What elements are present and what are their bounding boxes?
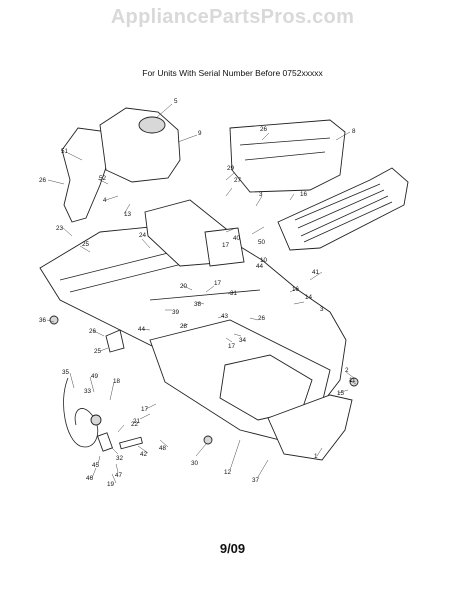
callout-label: 15 xyxy=(337,390,345,397)
tank-bracket xyxy=(61,127,113,223)
callout-label: 35 xyxy=(62,369,70,376)
callout-label: 1 xyxy=(314,453,318,460)
callout-label: 11 xyxy=(349,377,356,384)
control-box xyxy=(204,227,245,267)
callout-label: 20 xyxy=(180,283,188,290)
callout-label: 41 xyxy=(312,269,320,276)
callout-label: 25 xyxy=(94,348,102,355)
callout-label: 42 xyxy=(140,451,148,458)
callout-label: 30 xyxy=(191,460,199,467)
callout-label: 3 xyxy=(259,191,263,198)
front-hood xyxy=(267,394,353,461)
callout-label: 19 xyxy=(107,481,115,488)
callout-label: 32 xyxy=(116,455,124,462)
watermark-logo: AppliancePartsPros.com xyxy=(110,6,355,28)
callout-label: 44 xyxy=(256,263,264,270)
callout-label: 21 xyxy=(133,418,141,425)
callout-label: 4 xyxy=(103,197,107,204)
callout-label: 26 xyxy=(39,177,47,184)
callout-label: 17 xyxy=(222,242,230,249)
callout-label: 17 xyxy=(214,280,222,287)
callout-label: 49 xyxy=(91,373,99,380)
callout-label: 50 xyxy=(258,239,266,246)
callout-label: 14 xyxy=(305,294,313,301)
callout-label: 12 xyxy=(224,469,232,476)
callout-label: 26 xyxy=(258,315,266,322)
callout-label: 39 xyxy=(172,309,180,316)
callout-label: 25 xyxy=(82,241,90,248)
callout-label: 27 xyxy=(234,177,242,184)
callout-label: 18 xyxy=(113,378,121,385)
callout-label: 34 xyxy=(239,337,247,344)
fuel-cap xyxy=(138,116,166,134)
callout-label: 16 xyxy=(300,191,308,198)
callout-label: 26 xyxy=(260,126,268,133)
callout-label: 3 xyxy=(320,306,324,313)
callout-label: 40 xyxy=(233,235,241,242)
callout-label: 47 xyxy=(115,472,123,479)
throttle-cable xyxy=(63,377,99,448)
callout-label: 48 xyxy=(159,445,167,452)
callout-label: 17 xyxy=(228,343,236,350)
vented-cover xyxy=(277,167,409,251)
callout-label: 38 xyxy=(194,301,202,308)
callout-labels: 5 9 51 26 52 4 13 8 26 29 27 3 16 10 50 … xyxy=(39,98,356,488)
callout-label: 2 xyxy=(345,367,349,374)
callout-label: 45 xyxy=(92,462,100,469)
callout-label: 23 xyxy=(56,225,64,232)
diagram-subtitle: For Units With Serial Number Before 0752… xyxy=(142,68,323,78)
callout-label: 24 xyxy=(139,232,147,239)
callout-label: 43 xyxy=(221,313,229,320)
callout-label: 13 xyxy=(124,211,132,218)
callout-label: 10 xyxy=(260,257,268,264)
callout-label: 31 xyxy=(230,290,238,297)
callout-label: 29 xyxy=(227,165,235,172)
callout-label: 5 xyxy=(174,98,178,105)
callout-label: 9 xyxy=(198,130,202,137)
callout-label: 37 xyxy=(252,477,260,484)
callout-label: 51 xyxy=(61,148,69,155)
callout-label: 16 xyxy=(292,286,300,293)
callout-label: 22 xyxy=(131,421,139,428)
callout-label: 46 xyxy=(86,475,94,482)
callout-label: 44 xyxy=(138,326,146,333)
fuel-tank xyxy=(99,107,181,183)
callout-label: 33 xyxy=(84,388,92,395)
callout-label: 36 xyxy=(39,317,47,324)
callout-label: 17 xyxy=(141,406,149,413)
callout-label: 8 xyxy=(352,128,356,135)
page-number: 9/09 xyxy=(219,541,246,556)
callout-label: 26 xyxy=(89,328,97,335)
callout-label: 28 xyxy=(180,323,188,330)
callout-label: 52 xyxy=(99,175,107,182)
